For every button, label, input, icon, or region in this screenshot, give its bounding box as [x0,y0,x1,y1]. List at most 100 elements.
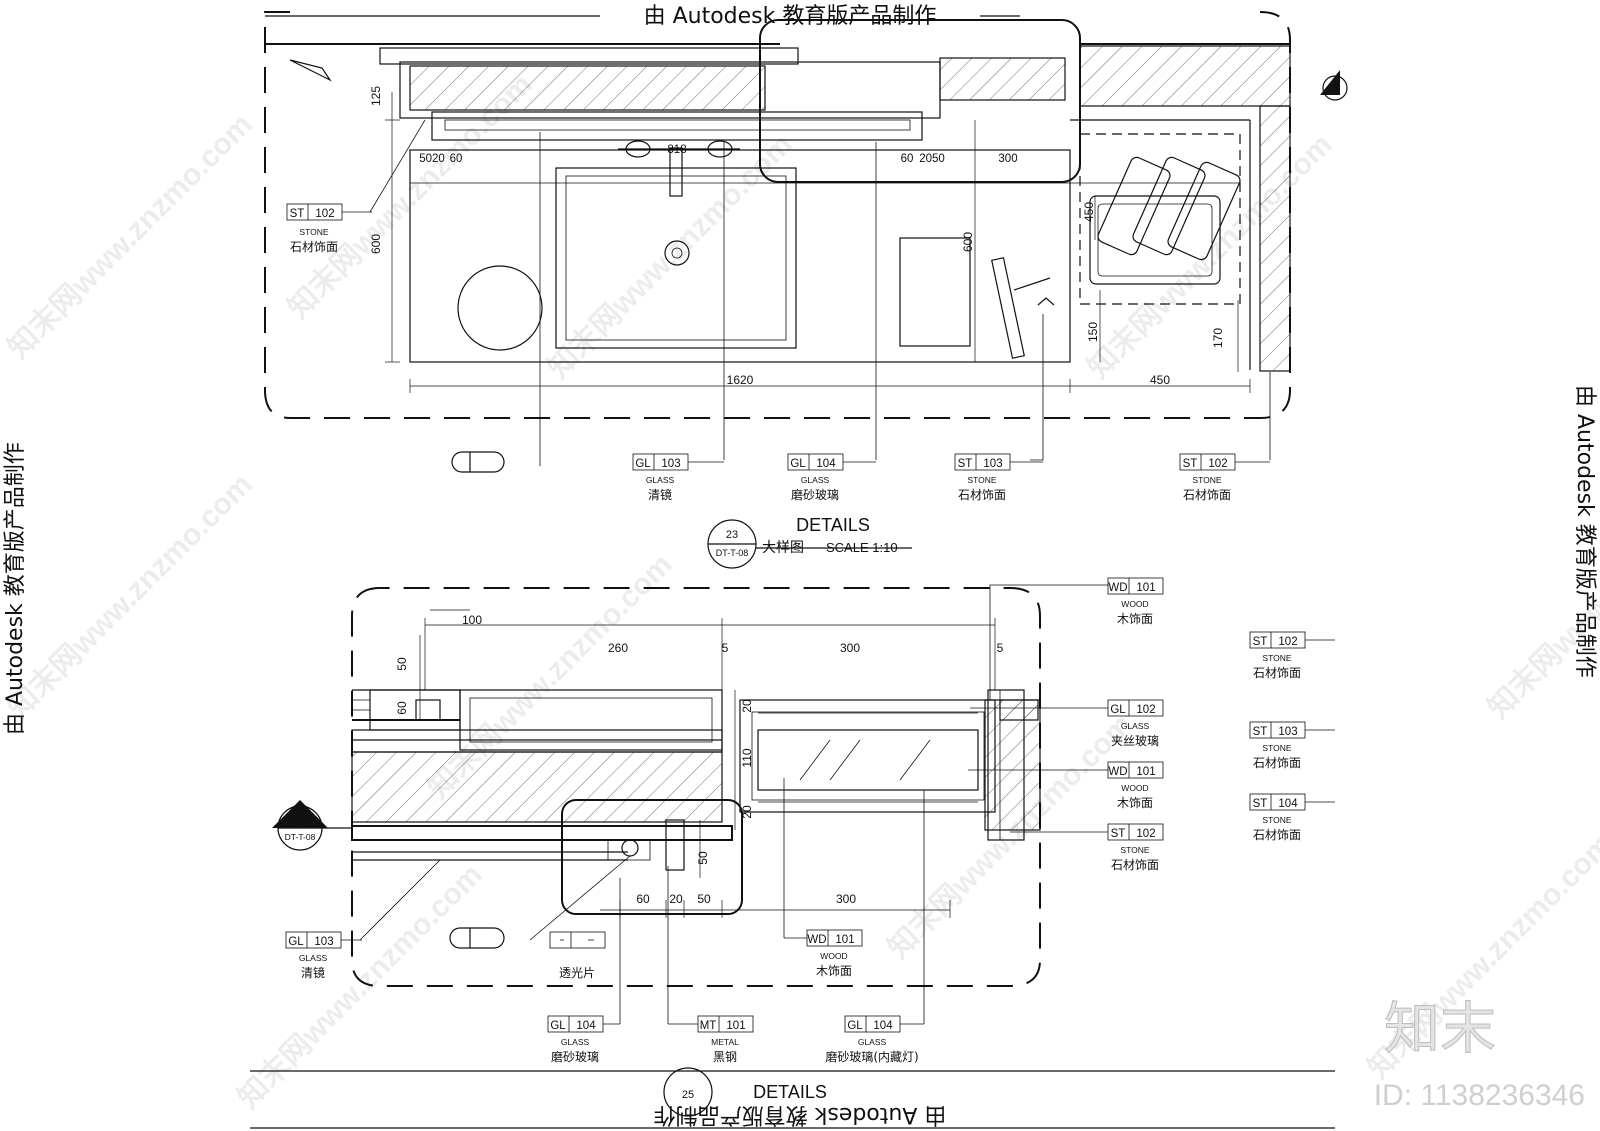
tag-material: GLASS [299,953,328,963]
tag-material: STONE [1262,815,1291,825]
dim-450: 450 [1082,202,1096,222]
watermark-text: 知末网www.znzmo.com [2,468,259,725]
dim-60b: 60 [636,892,650,906]
material-tag: GL 104 GLASS 磨砂玻璃 [547,1015,620,1064]
material-tag: GL 103 GLASS 清镜 [632,453,724,502]
tag-material: STONE [1192,475,1221,485]
tag-number: 103 [314,936,333,948]
dim-125: 125 [369,86,383,106]
material-tag: WD 101 WOOD 木饰面 [1107,577,1164,626]
tag-material: WOOD [1121,783,1148,793]
tag-material: STONE [967,475,996,485]
detail-title: DETAILS [796,515,870,535]
tag-label: 清镜 [301,965,325,980]
tag-code: ST [1253,636,1268,648]
tag-material: STONE [1120,845,1149,855]
tag-label: 石材饰面 [1253,828,1301,842]
dim-100: 100 [462,613,482,627]
brand-logo: 知末 [1384,997,1496,1062]
tag-material: GLASS [801,475,830,485]
dim-20c: 20 [669,892,683,906]
edu-stamp-bottom: 由 Autodesk 教育版产品制作 [654,1102,947,1127]
dim-50c: 50 [697,892,711,906]
material-tag: ST 102 STONE 石材饰面 [1249,631,1335,680]
tag-label: 黑钢 [713,1050,737,1064]
tag-code: ST [1183,458,1198,470]
section-sheet: DT-T-08 [285,832,316,842]
material-tag: ST 104 STONE 石材饰面 [1249,793,1335,842]
dim-450b: 450 [1150,373,1170,387]
tag-code: GL [550,1020,566,1032]
dim-300b: 300 [836,892,856,906]
dim-5b: 5 [997,641,1004,655]
tag-code: MT [700,1020,717,1032]
edu-stamp-left: 由 Autodesk 教育版产品制作 [3,442,28,735]
tag-label: 石材饰面 [1253,666,1301,680]
tag-label: 夹丝玻璃 [1111,734,1159,748]
dim-50b: 50 [696,851,710,865]
tag-number: 102 [1136,828,1155,840]
dim-110: 110 [740,748,754,767]
tag-number: 102 [1278,636,1297,648]
tag-number: 102 [315,208,334,220]
tag-material: STONE [299,227,328,237]
tag-number: 101 [835,934,854,946]
detail-23-tags: ST 102 STONE 石材饰面 GL 103 GLASS 清镜 GL 104… [286,203,1270,502]
tag-label: 木饰面 [1117,612,1153,626]
watermark-text: 知末网www.znzmo.com [2,108,259,365]
detail-subtitle: 大样图 [762,540,804,556]
detail-sheet: DT-T-08 [716,548,749,558]
dim-20b: 20 [740,805,754,819]
detail-number: 25 [682,1089,694,1101]
tag-code: ST [1253,726,1268,738]
tag-number: 104 [816,458,836,470]
tag-label: 木饰面 [1117,796,1153,810]
tag-number: 101 [1136,582,1155,594]
material-tag: WD 101 WOOD 木饰面 [1107,761,1164,810]
tag-material: GLASS [646,475,675,485]
tag-label: 石材饰面 [290,240,338,254]
dim-300: 300 [840,641,860,655]
detail-25-section: 100 260 5 300 5 50 60 20 110 20 50 60 20… [272,584,1108,1024]
tag-code: GL [288,936,304,948]
tag-number: 102 [1208,458,1227,470]
tag-number: 103 [661,458,680,470]
material-tag: ST 103 STONE 石材饰面 [1249,721,1335,770]
dim-600b: 600 [961,232,975,252]
material-tag: ST 102 STONE 石材饰面 [286,203,372,254]
edu-stamp-top: 由 Autodesk 教育版产品制作 [644,4,937,29]
dim-1620: 1620 [727,373,754,387]
tag-label: 清镜 [648,487,672,502]
dim-60: 60 [450,153,463,165]
detail-title: DETAILS [753,1082,827,1102]
tag-number: 102 [1136,704,1155,716]
material-tag: GL 104 GLASS 磨砂玻璃 [787,453,876,502]
material-tag: GL 102 GLASS 夹丝玻璃 [1107,699,1164,748]
tag-label: 磨砂玻璃 [791,488,839,502]
dim-5020: 5020 [419,153,445,165]
tag-number: 103 [983,458,1002,470]
dim-300: 300 [998,153,1017,165]
edu-stamp-right: 由 Autodesk 教育版产品制作 [1572,385,1597,678]
tag-number: 104 [1278,798,1298,810]
tag-number: 101 [1136,766,1155,778]
dim-818: 818 [667,144,686,156]
tag-material: METAL [711,1037,739,1047]
tag-code: GL [790,458,806,470]
tag-material: GLASS [858,1037,887,1047]
tag-material: WOOD [820,951,847,961]
dim-260: 260 [608,641,628,655]
tag-code: WD [1108,766,1127,778]
dim-60b: 60 [901,153,914,165]
dim-2050: 2050 [919,153,945,165]
tag-code: GL [1110,704,1126,716]
tag-label: 石材饰面 [1183,488,1231,502]
dim-50: 50 [395,657,409,671]
dim-5: 5 [722,641,729,655]
tag-number: 103 [1278,726,1297,738]
tag-material: GLASS [561,1037,590,1047]
tag-code: WD [807,934,826,946]
detail-number: 23 [726,529,738,541]
material-tag: ST 102 STONE 石材饰面 [1179,453,1270,502]
